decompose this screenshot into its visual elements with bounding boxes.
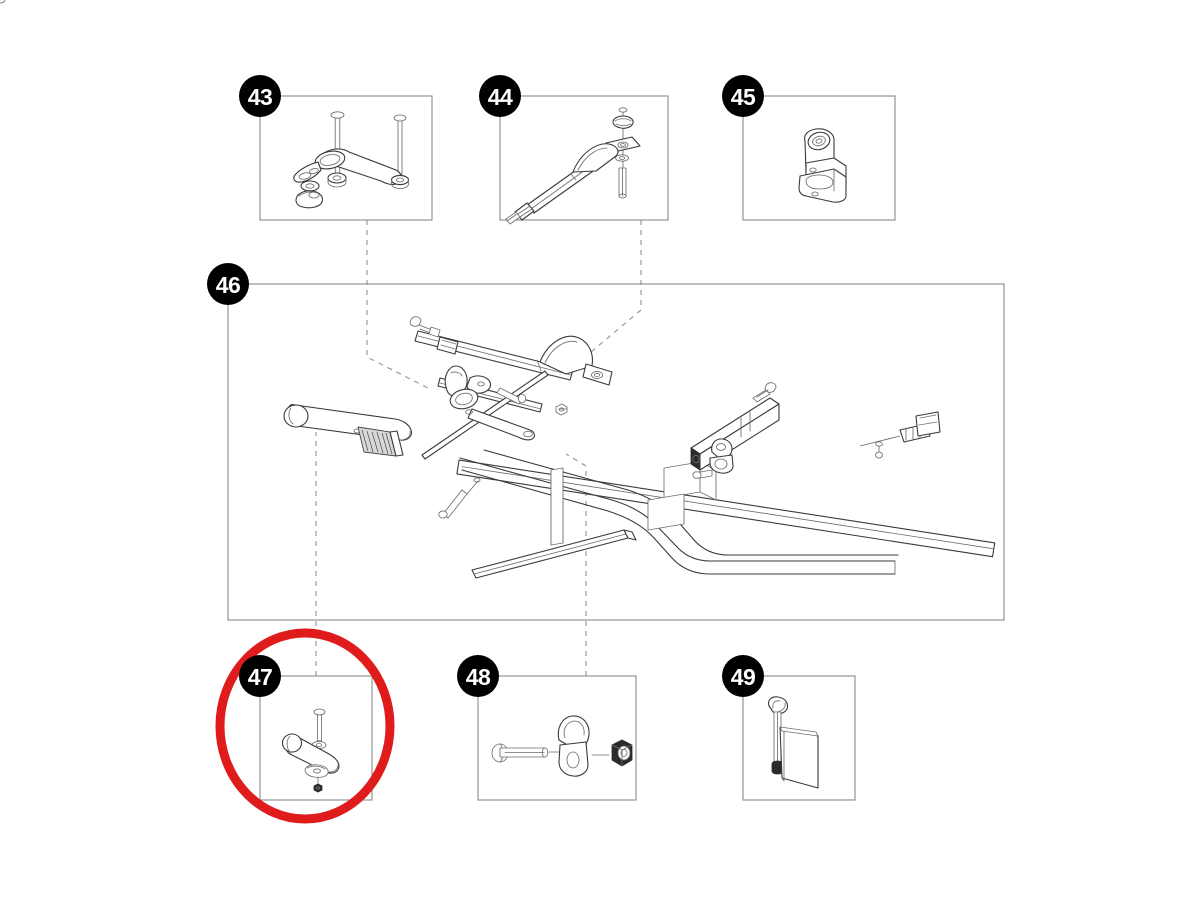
callout-badge-45[interactable]: 45 (722, 75, 764, 117)
panel-boxes (227, 95, 1005, 801)
callout-badge-45-circle (722, 75, 764, 117)
callout-badge-44[interactable]: 44 (479, 75, 521, 117)
callout-badge-46-label: 46 (216, 272, 241, 298)
panel-box-46 (227, 283, 1005, 621)
callout-badge-49[interactable]: 49 (722, 655, 764, 697)
part-illustration-48 (491, 715, 633, 777)
callout-badge-47[interactable]: 47 (239, 655, 281, 697)
callout-badge-49-label: 49 (731, 664, 756, 690)
callout-badge-43[interactable]: 43 (239, 75, 281, 117)
leader-line-48 (565, 453, 587, 676)
callout-badge-48[interactable]: 48 (457, 655, 499, 697)
part-illustration-44 (0, 0, 641, 225)
callout-badge-43-circle (239, 75, 281, 117)
panel-box-48 (477, 675, 637, 801)
panel-box-47 (259, 675, 373, 801)
callout-badges: 43 44 45 46 47 48 (207, 75, 764, 697)
callout-badge-47-label: 47 (248, 664, 273, 690)
part-illustration-49 (768, 696, 819, 789)
panel-box-43 (259, 95, 433, 221)
panel-box-45 (742, 95, 896, 221)
leader-line-43 (366, 220, 433, 391)
part-illustration-45 (798, 128, 847, 203)
part-illustration-47 (281, 708, 340, 793)
callout-badge-48-circle (457, 655, 499, 697)
part-illustration-43 (293, 111, 410, 209)
callout-badge-47-circle (239, 655, 281, 697)
callout-badge-44-label: 44 (488, 84, 513, 110)
callout-badge-43-label: 43 (248, 84, 273, 110)
callout-badge-49-circle (722, 655, 764, 697)
highlight-ellipse-47 (215, 628, 395, 824)
callout-badge-44-circle (479, 75, 521, 117)
leader-line-44 (571, 220, 642, 369)
callout-badge-48-label: 48 (466, 664, 491, 690)
callout-badge-46[interactable]: 46 (207, 263, 249, 305)
panel-box-49 (742, 675, 856, 801)
callout-badge-46-circle (207, 263, 249, 305)
panel-box-44 (499, 95, 669, 221)
part-illustration-46 (283, 316, 996, 579)
callout-badge-45-label: 45 (731, 84, 756, 110)
